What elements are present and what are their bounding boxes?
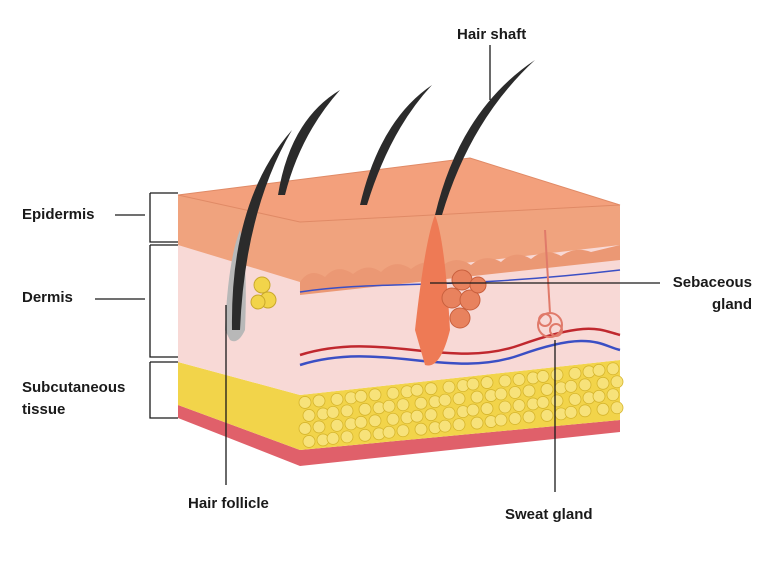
fat-cell — [494, 413, 508, 427]
label-sebaceous-line2: gland — [712, 296, 752, 313]
fat-cell — [396, 424, 410, 438]
fat-cell — [568, 392, 582, 406]
fat-cell — [330, 418, 344, 432]
fat-cell — [424, 408, 438, 422]
fat-cell — [358, 402, 372, 416]
fat-cell — [550, 394, 564, 408]
label-subcutaneous-line1: Subcutaneous — [22, 379, 126, 396]
fat-cell — [592, 363, 606, 377]
fat-cell — [368, 388, 382, 402]
fat-cell — [386, 412, 400, 426]
fat-cell — [326, 405, 340, 419]
fat-cell — [326, 431, 340, 445]
fat-cell — [564, 379, 578, 393]
fat-cell — [386, 386, 400, 400]
fat-cell — [298, 422, 312, 435]
fat-cell — [414, 422, 428, 436]
fat-cell — [396, 398, 410, 412]
fat-cell — [340, 404, 354, 418]
sweat-gland — [537, 229, 563, 338]
fat-cell — [508, 386, 522, 399]
fat-cell — [452, 418, 466, 432]
fat-cell — [578, 378, 592, 392]
label-sebaceous-gland: Sebaceous gland — [673, 272, 752, 316]
fat-cell — [302, 435, 316, 448]
label-dermis: Dermis — [22, 289, 73, 306]
fat-cell — [512, 373, 526, 386]
fat-cell — [442, 406, 456, 420]
dermis-layer — [178, 240, 620, 395]
fat-cell — [564, 405, 578, 419]
fat-cell — [592, 389, 606, 403]
fat-cell — [498, 400, 512, 414]
fat-cell — [610, 375, 624, 389]
fat-cell — [508, 412, 522, 425]
fat-cell — [358, 428, 372, 442]
fat-cell — [312, 420, 326, 434]
fat-cell — [536, 370, 550, 383]
epidermis-layer — [178, 195, 620, 282]
sebaceous-gland-left — [250, 276, 277, 310]
fat-cell — [606, 362, 620, 376]
fat-cell — [298, 396, 312, 409]
fat-cell — [568, 366, 582, 380]
fat-cell — [382, 425, 396, 439]
label-sebaceous-line1: Sebaceous — [672, 274, 752, 291]
label-sweat-gland: Sweat gland — [505, 506, 593, 523]
fat-cell — [522, 384, 536, 398]
fat-cell — [410, 409, 424, 423]
fat-cell — [442, 380, 456, 394]
pointer-lines — [95, 45, 660, 492]
fat-cell — [410, 383, 424, 397]
fat-cell — [438, 393, 452, 407]
label-epidermis: Epidermis — [22, 206, 95, 223]
fat-cell — [498, 374, 512, 388]
fat-cell — [596, 376, 610, 390]
fat-cell — [578, 404, 592, 418]
label-subcutaneous-line2: tissue — [22, 401, 66, 418]
fat-cell — [522, 410, 536, 424]
fat-cell — [340, 430, 354, 444]
label-hair-shaft: Hair shaft — [457, 26, 527, 43]
fat-cell — [480, 402, 494, 415]
fat-cell — [438, 419, 452, 433]
fat-cell — [452, 392, 466, 406]
fat-cell — [330, 392, 344, 406]
fat-cell — [354, 415, 368, 429]
vein — [299, 339, 621, 367]
fat-cell — [470, 390, 484, 404]
fat-cell — [312, 394, 326, 408]
muscle-layer — [178, 405, 620, 466]
artery — [299, 327, 621, 357]
fat-cell — [512, 399, 526, 412]
fat-cells — [298, 362, 624, 448]
fat-cell — [480, 376, 494, 389]
label-hair-follicle: Hair follicle — [188, 495, 269, 512]
fat-cell — [470, 416, 484, 430]
fat-cell — [610, 401, 624, 415]
hairs — [231, 60, 535, 330]
fat-cell — [354, 389, 368, 403]
fat-cell — [540, 383, 554, 396]
fat-cell — [466, 403, 480, 417]
label-subcutaneous-tissue: Subcutaneous tissue — [22, 377, 125, 421]
fat-cell — [536, 396, 550, 409]
fat-cell — [302, 409, 316, 422]
sebaceous-gland — [441, 269, 487, 329]
fat-cell — [540, 409, 554, 422]
fat-cell — [414, 396, 428, 410]
fat-cell — [466, 377, 480, 391]
hair-follicle-large — [415, 215, 450, 366]
fat-cell — [596, 402, 610, 416]
fat-cell — [424, 382, 438, 396]
fat-cell — [494, 387, 508, 401]
fat-cell — [382, 399, 396, 413]
fat-cell — [550, 368, 564, 382]
fat-cell — [368, 414, 382, 428]
fat-cell — [606, 388, 620, 402]
